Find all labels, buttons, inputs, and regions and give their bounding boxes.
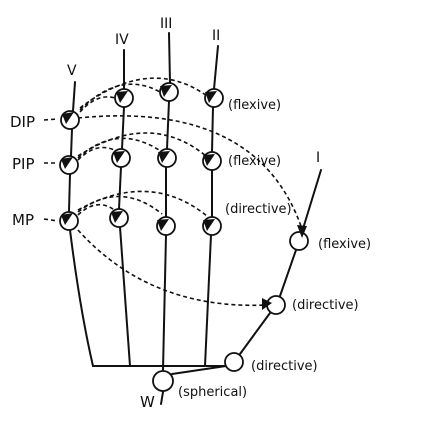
joint-thumb-cmc bbox=[224, 352, 244, 372]
arrowhead-iii-pip bbox=[158, 151, 170, 163]
arrowhead-v-pip bbox=[61, 157, 73, 169]
finger-label-iv: IV bbox=[115, 32, 129, 48]
finger-v-metacarpal bbox=[69, 229, 94, 367]
wrist-stem bbox=[160, 391, 164, 405]
joint-type-ii-pip: (flexive) bbox=[228, 154, 281, 169]
coupling-dip-thumb bbox=[77, 115, 304, 233]
joint-wrist bbox=[152, 370, 174, 392]
finger-v-middle bbox=[70, 128, 73, 157]
joint-type-thumb-mp: (directive) bbox=[292, 298, 359, 313]
wrist-label: W bbox=[140, 393, 155, 411]
joint-type-thumb-ip: (flexive) bbox=[318, 237, 371, 252]
finger-label-ii: II bbox=[212, 28, 220, 44]
thumb-to-wrist bbox=[171, 365, 227, 375]
finger-ii-middle bbox=[211, 106, 214, 153]
arrowhead-iv-dip bbox=[116, 91, 128, 103]
arrowhead-ii-mp bbox=[203, 219, 215, 231]
arrowhead-iv-pip bbox=[113, 151, 125, 163]
finger-ii-distal bbox=[213, 45, 219, 90]
coupling-curves bbox=[43, 77, 304, 307]
coupling-mp-thumb bbox=[77, 229, 267, 307]
finger-iii-distal bbox=[168, 32, 171, 84]
coupling-pip-iv bbox=[77, 146, 119, 161]
coupling-mp-ii bbox=[77, 190, 208, 217]
wrist-type: (spherical) bbox=[178, 385, 247, 400]
row-label-dip: DIP bbox=[10, 113, 35, 131]
finger-iv-proximal bbox=[118, 166, 122, 210]
coupling-dip-ii bbox=[79, 77, 208, 109]
thumb-distal bbox=[301, 169, 322, 233]
thumb-proximal bbox=[279, 249, 297, 297]
arrowhead-v-mp bbox=[61, 213, 73, 225]
joint-type-ii-dip: (flexive) bbox=[228, 98, 281, 113]
finger-ii-metacarpal bbox=[204, 234, 212, 367]
row-label-pip: PIP bbox=[12, 155, 35, 173]
label-dip-leader bbox=[43, 118, 59, 121]
finger-iv-metacarpal bbox=[119, 226, 131, 367]
coupling-mp-iv bbox=[77, 203, 118, 216]
arrowhead-ii-pip bbox=[203, 154, 215, 166]
row-label-mp: MP bbox=[12, 211, 34, 229]
joint-type-ii-mp: (directive) bbox=[225, 202, 292, 217]
finger-v-distal bbox=[72, 81, 76, 112]
finger-v-proximal bbox=[68, 173, 71, 212]
arrowheads bbox=[61, 85, 307, 310]
arrowhead-thumb-mp bbox=[262, 298, 272, 310]
label-mp-leader bbox=[43, 218, 59, 222]
joint-type-thumb-cmc: (directive) bbox=[251, 359, 318, 374]
joint-thumb-ip bbox=[289, 231, 309, 251]
coupling-dip-iv bbox=[79, 96, 121, 113]
labels: V IV III II I DIP PIP MP (flexive) (flex… bbox=[10, 16, 371, 411]
finger-label-iii: III bbox=[160, 16, 172, 32]
finger-label-i: I bbox=[316, 150, 320, 166]
joints bbox=[59, 82, 309, 392]
arrowhead-iv-mp bbox=[111, 211, 123, 223]
arrowhead-v-dip bbox=[62, 112, 74, 124]
finger-label-v: V bbox=[67, 63, 77, 79]
arrowhead-ii-dip bbox=[205, 91, 217, 103]
joint-thumb-mp bbox=[266, 295, 286, 315]
finger-iii-metacarpal bbox=[162, 234, 167, 371]
bones bbox=[68, 32, 322, 405]
finger-iii-middle bbox=[166, 100, 170, 150]
arrowhead-thumb-ip bbox=[297, 225, 307, 238]
finger-iv-middle bbox=[121, 106, 125, 150]
coupling-pip-ii bbox=[77, 132, 207, 157]
arrowhead-iii-mp bbox=[157, 219, 169, 231]
arrowhead-iii-dip bbox=[160, 85, 172, 97]
thumb-metacarpal bbox=[239, 312, 271, 355]
